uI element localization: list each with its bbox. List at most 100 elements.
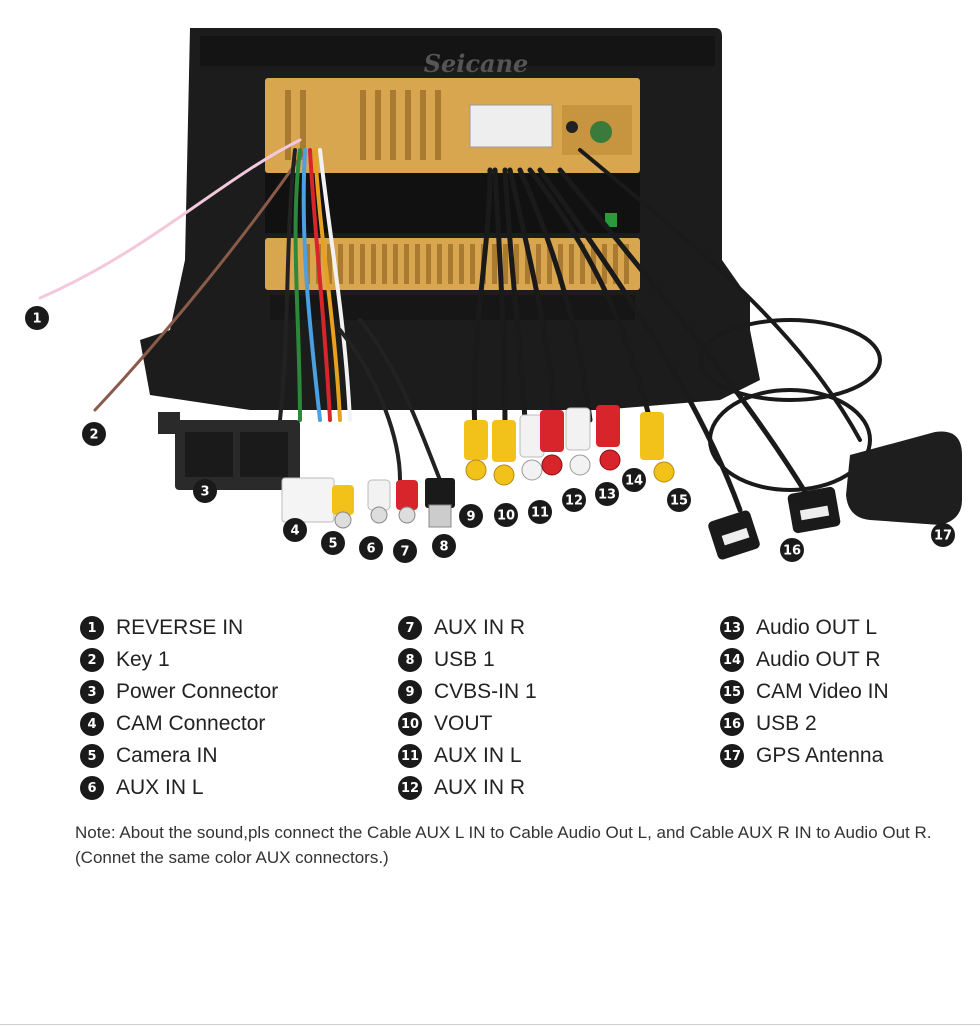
legend-item: 3 Power Connector [80,676,278,708]
legend-item: 8 USB 1 [398,644,537,676]
legend-item: 9 CVBS-IN 1 [398,676,537,708]
legend-number-badge: 8 [398,648,422,672]
svg-text:17: 17 [934,529,952,544]
callout-7: 7 [393,539,417,563]
callout-14: 14 [622,468,646,492]
legend-number-badge: 5 [80,744,104,768]
callout-12: 12 [562,488,586,512]
legend-label: CAM Connector [116,712,266,735]
svg-text:12: 12 [565,494,583,509]
legend-number-badge: 16 [720,712,744,736]
callout-11: 11 [528,500,552,524]
callout-9: 9 [459,504,483,528]
legend-item: 16 USB 2 [720,708,889,740]
svg-text:14: 14 [625,474,643,489]
legend-number-badge: 1 [80,616,104,640]
legend-label: AUX IN L [116,776,204,799]
note-text: Note: About the sound,pls connect the Ca… [75,823,932,867]
wiring-diagram: Seicane [25,28,962,563]
legend-number-badge: 3 [80,680,104,704]
legend-number-badge: 14 [720,648,744,672]
svg-text:10: 10 [497,509,515,524]
callout-10: 10 [494,503,518,527]
cables [38,138,882,513]
legend-item: 4 CAM Connector [80,708,278,740]
legend-number-badge: 10 [398,712,422,736]
usb-ports [708,486,841,560]
callout-16: 16 [780,538,804,562]
callout-17: 17 [931,523,955,547]
legend-number-badge: 13 [720,616,744,640]
divider [0,1024,980,1025]
legend-item: 17 GPS Antenna [720,740,889,772]
legend-item: 7 AUX IN R [398,612,537,644]
svg-text:6: 6 [366,542,375,557]
legend-item: 1 REVERSE IN [80,612,278,644]
legend-item: 5 Camera IN [80,740,278,772]
legend-item: 14 Audio OUT R [720,644,889,676]
callout-3: 3 [193,479,217,503]
legend-label: CVBS-IN 1 [434,680,537,703]
legend-label: USB 2 [756,712,817,735]
svg-text:3: 3 [200,485,209,500]
legend-number-badge: 17 [720,744,744,768]
legend-label: Audio OUT R [756,648,881,671]
svg-text:5: 5 [328,537,337,552]
legend-item: 6 AUX IN L [80,772,278,804]
legend-label: USB 1 [434,648,495,671]
legend-number-badge: 11 [398,744,422,768]
svg-text:2: 2 [89,428,98,443]
brand-logo: Seicane [424,49,529,78]
svg-text:9: 9 [466,510,475,525]
svg-text:8: 8 [439,540,448,555]
legend-number-badge: 6 [80,776,104,800]
legend-label: Power Connector [116,680,279,703]
svg-text:15: 15 [670,494,688,509]
callout-1: 1 [25,306,49,330]
legend-label: AUX IN R [434,776,526,799]
gps-antenna [846,431,962,525]
legend-label: CAM Video IN [756,680,889,703]
callout-13: 13 [595,482,619,506]
legend-label: VOUT [434,712,493,735]
lower-vents [305,244,629,284]
legend-label: REVERSE IN [116,616,244,639]
callout-2: 2 [82,422,106,446]
upper-vents [285,90,441,160]
cam-connector [281,477,335,523]
callout-15: 15 [667,488,691,512]
legend-number-badge: 7 [398,616,422,640]
power-connector [158,412,300,490]
legend-number-badge: 9 [398,680,422,704]
legend-label: AUX IN L [434,744,522,767]
svg-text:1: 1 [32,312,41,327]
svg-text:16: 16 [783,544,801,559]
legend-number-badge: 12 [398,776,422,800]
legend-label: GPS Antenna [756,744,884,767]
svg-text:7: 7 [400,545,409,560]
legend-item: 13 Audio OUT L [720,612,889,644]
head-unit: Seicane [140,28,760,410]
svg-text:4: 4 [290,524,299,539]
legend-label: Camera IN [116,744,218,767]
legend-label: Key 1 [116,648,170,671]
legend-label: AUX IN R [434,616,526,639]
callout-4: 4 [283,518,307,542]
svg-text:13: 13 [598,488,616,503]
callout-5: 5 [321,531,345,555]
legend-number-badge: 4 [80,712,104,736]
legend-label: Audio OUT L [756,616,878,639]
legend-item: 10 VOUT [398,708,537,740]
callout-6: 6 [359,536,383,560]
svg-text:11: 11 [531,506,549,521]
upper-chassis [265,78,640,173]
callout-8: 8 [432,534,456,558]
legend-item: 11 AUX IN L [398,740,537,772]
